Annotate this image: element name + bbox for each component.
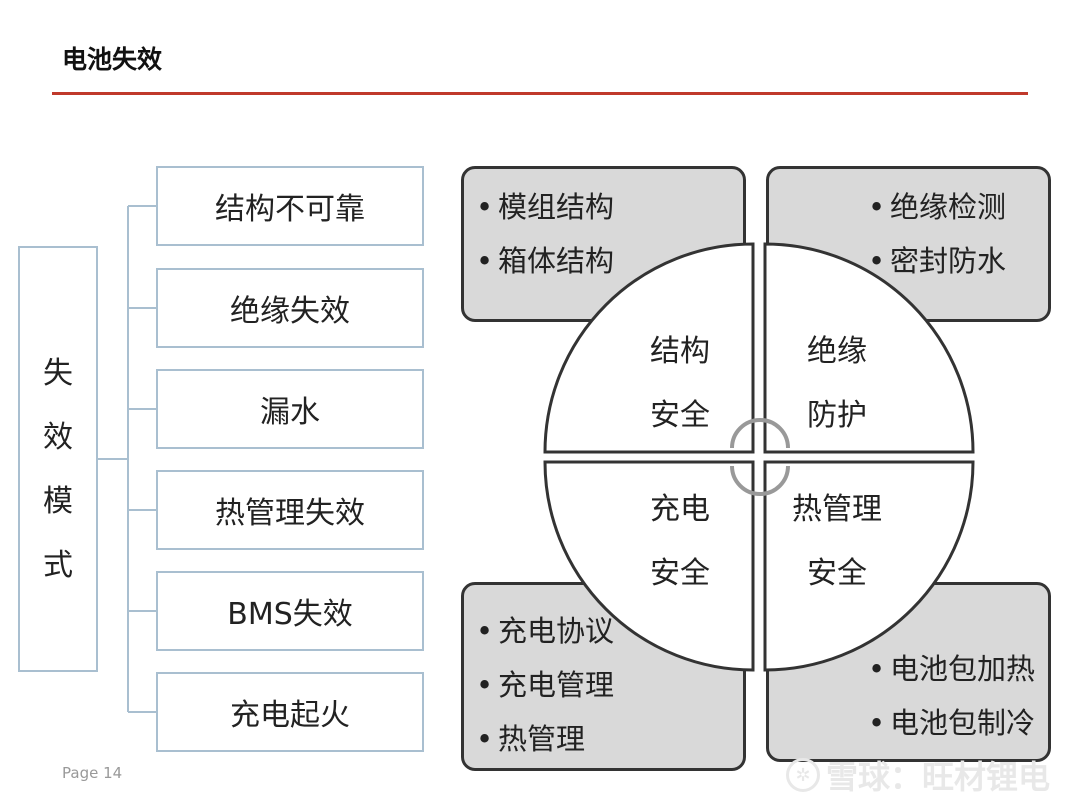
bullet-item: •充电协议 [476, 614, 615, 648]
snowball-logo-icon: ✲ [786, 758, 820, 792]
tree-connectors [98, 205, 156, 713]
bullet-item: •热管理 [476, 722, 586, 756]
quadrant-structure [543, 242, 755, 454]
quadrant-thermal-line1: 热管理 [792, 492, 882, 527]
quadrant-charging-line2: 安全 [650, 556, 710, 591]
failure-mode-bms: BMS失效 [156, 571, 424, 651]
bullet-item: •电池包加热 [868, 652, 1036, 686]
failure-mode-label-char: 效 [43, 420, 73, 455]
failure-mode-insulation: 绝缘失效 [156, 268, 424, 348]
quadrant-insulation [763, 242, 975, 454]
quadrant-charging [543, 460, 755, 672]
failure-mode-thermal: 热管理失效 [156, 470, 424, 550]
failure-mode-structure: 结构不可靠 [156, 166, 424, 246]
quadrant-insulation-line2: 防护 [807, 398, 867, 433]
quadrant-thermal [763, 460, 975, 672]
quadrant-charging-line1: 充电 [650, 492, 710, 527]
bullet-item: •模组结构 [476, 190, 615, 224]
bullet-item: •箱体结构 [476, 244, 615, 278]
quadrant-thermal-line2: 安全 [807, 556, 867, 591]
bullet-item: •充电管理 [476, 668, 615, 702]
failure-mode-label-char: 式 [43, 548, 73, 583]
page-number: Page 14 [62, 764, 123, 782]
watermark-text: 雪球：旺材锂电 [826, 758, 1051, 796]
failure-mode-label-char: 模 [43, 484, 73, 519]
failure-mode-label-char: 失 [43, 356, 73, 391]
bullet-item: •密封防水 [868, 244, 1007, 278]
failure-mode-water-leak: 漏水 [156, 369, 424, 449]
failure-mode-label-box: 失 效 模 式 [18, 246, 98, 672]
quadrant-insulation-line1: 绝缘 [807, 334, 867, 369]
failure-mode-charging-fire: 充电起火 [156, 672, 424, 752]
bullet-item: •绝缘检测 [868, 190, 1007, 224]
watermark: ✲ 雪球：旺材锂电 [786, 752, 1050, 798]
quadrant-structure-line2: 安全 [650, 398, 710, 433]
page-title: 电池失效 [62, 45, 163, 74]
cycle-arrows [730, 418, 790, 496]
title-divider [52, 92, 1028, 95]
quadrant-structure-line1: 结构 [650, 334, 710, 369]
bullet-item: •电池包制冷 [868, 706, 1036, 740]
